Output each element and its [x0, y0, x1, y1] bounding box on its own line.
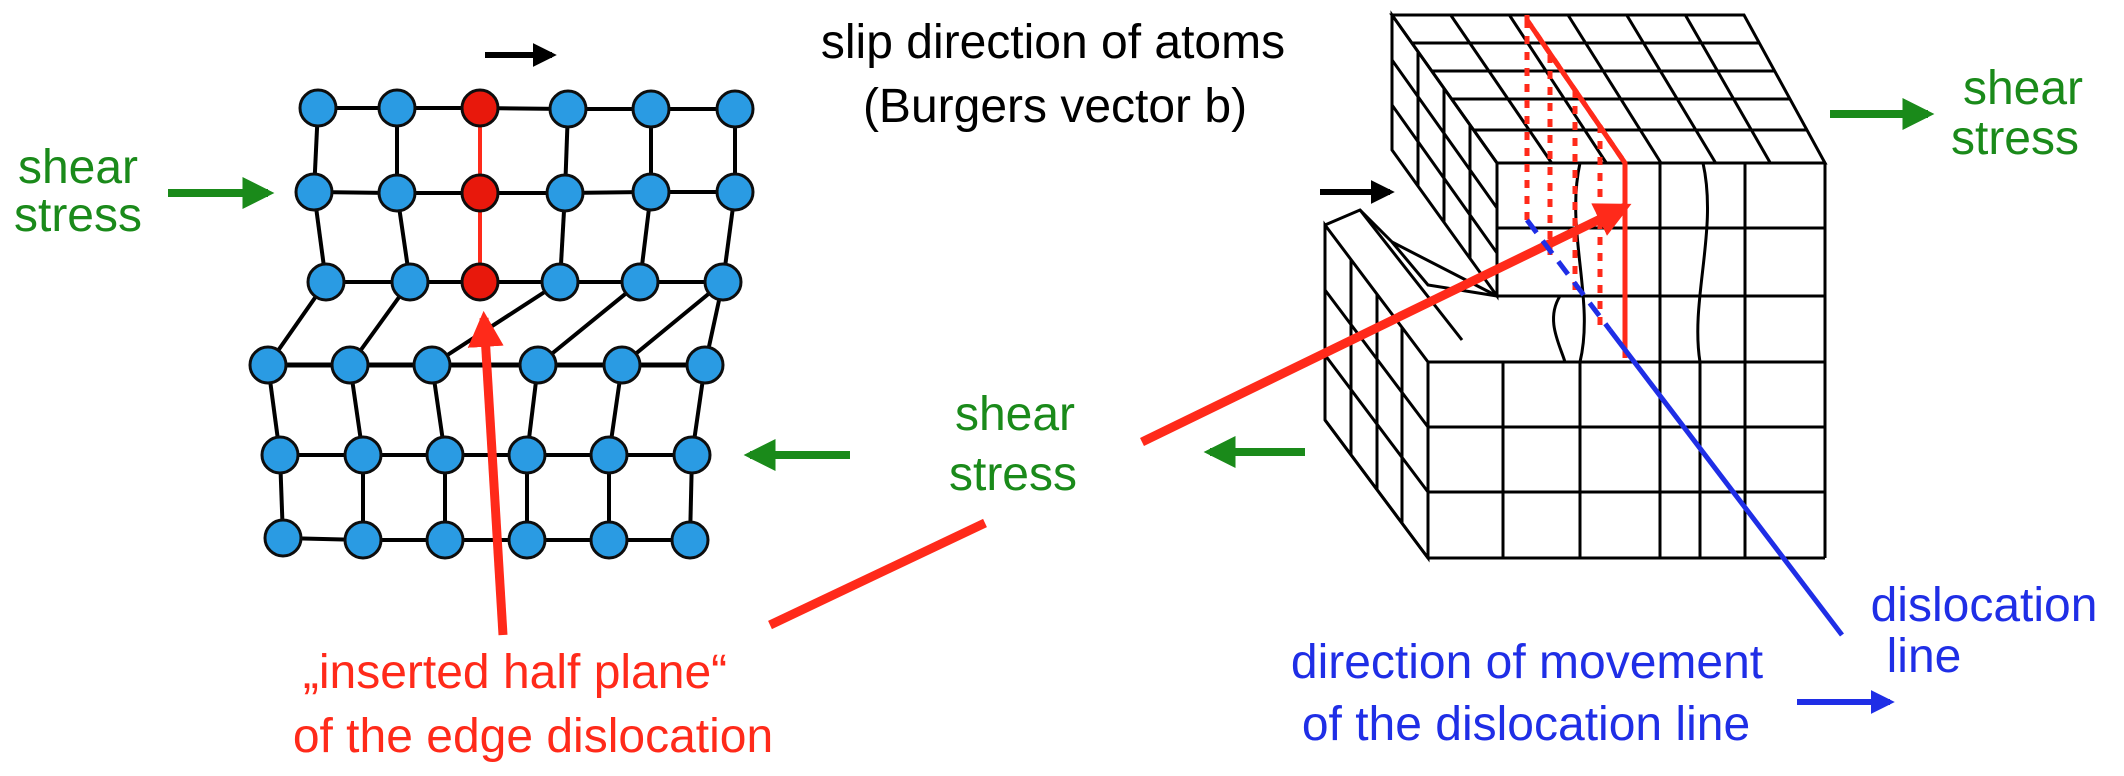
atom-icon: [425, 520, 465, 560]
atom-icon: [412, 345, 452, 385]
atomic-lattice: [248, 88, 755, 560]
halfplane-label-1: „inserted half plane“: [303, 646, 727, 699]
lattice-bond: [620, 280, 725, 367]
text-labels: slip direction of atoms (Burgers vector …: [14, 16, 2097, 763]
inserted-atom-icon: [460, 173, 500, 213]
block-grid-line: [1390, 104, 1499, 254]
atom-icon: [620, 262, 660, 302]
atom-icon: [672, 435, 712, 475]
atom-icon: [589, 520, 629, 560]
lattice-atoms: [248, 88, 755, 560]
block-grid-line: [1566, 14, 1663, 164]
shear-label-mid-2: stress: [949, 448, 1077, 501]
block-grid-line: [1696, 162, 1709, 558]
atom-icon: [507, 435, 547, 475]
block-grid-line: [1323, 419, 1430, 559]
atom-icon: [425, 435, 465, 475]
block-grid-line: [1552, 295, 1567, 363]
shear-label-right-1: shear: [1963, 62, 2083, 115]
lattice-bond: [536, 280, 642, 367]
atom-icon: [685, 345, 725, 385]
burgers-label-line2: (Burgers vector b): [863, 80, 1247, 133]
atom-icon: [248, 345, 288, 385]
inserted-atom-icon: [460, 88, 500, 128]
atom-icon: [540, 262, 580, 302]
atom-icon: [343, 435, 383, 475]
block-grid-line: [1323, 289, 1430, 428]
atom-icon: [631, 89, 671, 129]
half-plane-dotted-line: [1524, 18, 1628, 165]
atom-icon: [330, 345, 370, 385]
inserted-half-plane-3d: [1524, 15, 1628, 358]
atom-icon: [263, 518, 303, 558]
atom-icon: [343, 520, 383, 560]
movement-label-2: of the dislocation line: [1302, 698, 1750, 751]
atom-icon: [377, 88, 417, 128]
atom-icon: [715, 89, 755, 129]
atom-icon: [631, 172, 671, 212]
atom-icon: [602, 345, 642, 385]
dislocation-label-1: dislocation: [1871, 579, 2098, 632]
atom-icon: [670, 520, 710, 560]
block-grid-line: [1625, 14, 1717, 164]
block-grid-line: [1449, 14, 1553, 164]
block-grid-line: [1390, 59, 1499, 209]
block-grid-line: [1358, 209, 1464, 341]
lattice-bonds: [266, 106, 737, 542]
halfplane-label-2: of the edge dislocation: [293, 710, 773, 763]
shear-label-mid-1: shear: [955, 388, 1075, 441]
burgers-label-line1: slip direction of atoms: [821, 16, 1285, 69]
arrows: [168, 43, 1935, 714]
atom-icon: [294, 172, 334, 212]
shear-label-left-2: stress: [14, 189, 142, 242]
atom-icon: [507, 520, 547, 560]
block-grid-line: [1684, 14, 1772, 164]
halfplane-arrow-right-seg1-icon: [768, 518, 987, 630]
atom-icon: [703, 262, 743, 302]
shear-label-right-2: stress: [1951, 112, 2079, 165]
block-grid-line: [1391, 240, 1498, 298]
atom-icon: [298, 88, 338, 128]
atom-icon: [377, 173, 417, 213]
dislocation-line: [1608, 328, 1844, 637]
atom-icon: [545, 173, 585, 213]
dislocation-label-2: line: [1887, 630, 1962, 683]
atom-icon: [260, 435, 300, 475]
atom-icon: [715, 172, 755, 212]
halfplane-arrow-left-icon: [467, 310, 508, 636]
shear-label-left-1: shear: [18, 141, 138, 194]
atom-icon: [548, 89, 588, 129]
block-grid-line: [1323, 354, 1430, 493]
inserted-atom-icon: [460, 262, 500, 302]
atom-icon: [306, 262, 346, 302]
dislocation-line-dashed: [1525, 218, 1612, 332]
atom-icon: [390, 262, 430, 302]
atom-icon: [518, 345, 558, 385]
movement-label-1: direction of movement: [1291, 636, 1763, 689]
block-grid-line: [1508, 14, 1608, 164]
atom-icon: [589, 435, 629, 475]
